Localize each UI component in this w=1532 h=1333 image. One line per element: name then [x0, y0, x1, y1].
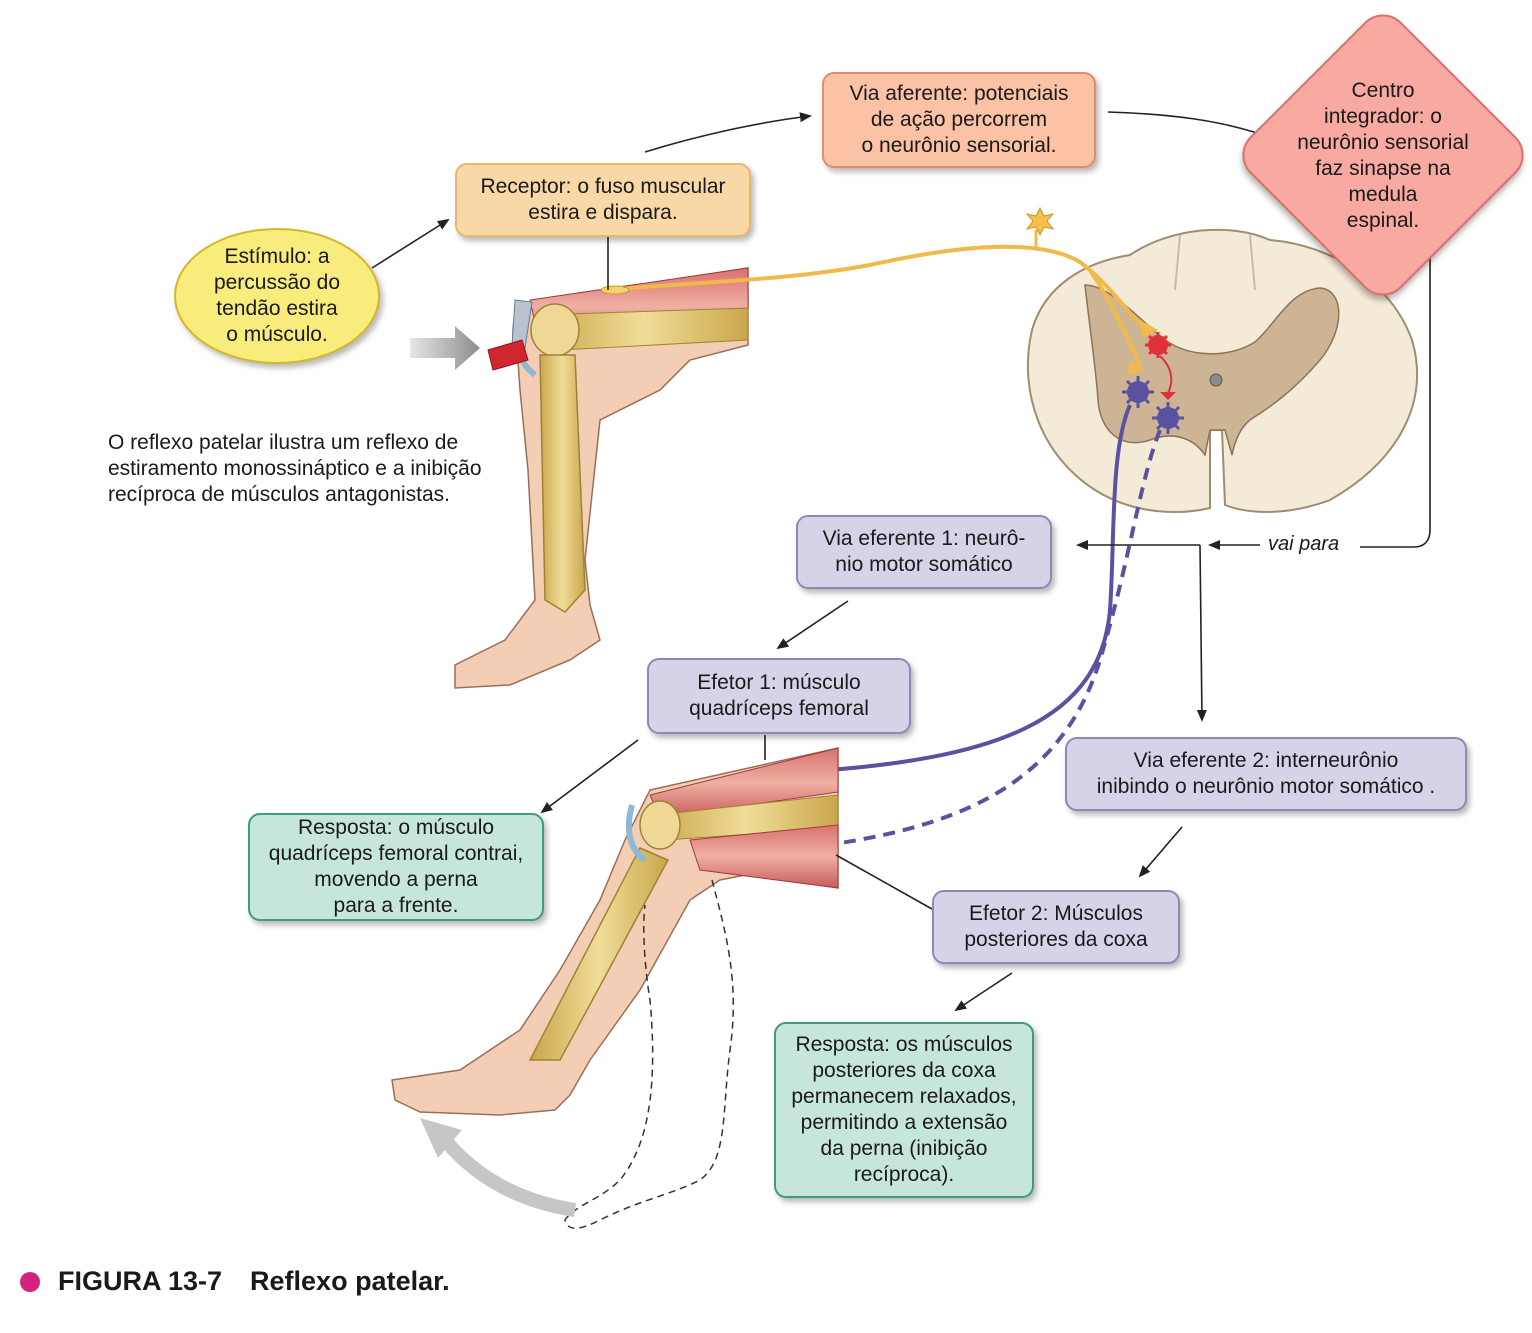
effector-2-label: Efetor 2: Músculos posteriores da coxa — [932, 890, 1180, 964]
sensory-neuron — [600, 230, 1158, 375]
figure-caption: FIGURA 13-7 Reflexo patelar. — [20, 1266, 450, 1297]
goes-to-label: vai para — [1264, 533, 1344, 556]
sensory-soma-icon — [1025, 206, 1055, 237]
receptor-label: Receptor: o fuso muscular estira e dispa… — [455, 163, 751, 237]
motor-neurons — [792, 376, 1184, 858]
figure-title: Reflexo patelar. — [250, 1266, 450, 1296]
afferent-pathway-label: Via aferente: potenciais de ação percorr… — [822, 72, 1096, 168]
reflex-hammer — [487, 299, 533, 371]
stimulus-arrow — [410, 326, 480, 370]
response-1-label: Resposta: o músculo quadríceps femoral c… — [248, 813, 544, 921]
intro-text: O reflexo patelar ilustra um reflexo de … — [108, 431, 482, 506]
integrator-label: Centro integrador: o neurônio sensorial … — [1297, 79, 1469, 232]
caption-bullet-icon — [20, 1271, 40, 1292]
figure-number: FIGURA 13-7 — [58, 1266, 223, 1296]
movement-arrow — [439, 1135, 577, 1217]
interneuron — [1145, 332, 1176, 400]
response-2-label: Resposta: os músculos posteriores da cox… — [774, 1022, 1034, 1198]
efferent-pathway-1-label: Via eferente 1: neurô- nio motor somátic… — [796, 515, 1052, 589]
lower-leg-drawing — [391, 747, 839, 1116]
efferent-pathway-2-label: Via eferente 2: interneurônio inibindo o… — [1065, 737, 1467, 811]
effector-1-label: Efetor 1: músculo quadríceps femoral — [647, 658, 911, 734]
initial-leg-outline — [564, 879, 735, 1229]
stimulus-label: Estímulo: a percussão do tendão estira o… — [174, 228, 380, 364]
flow-arrows — [371, 111, 1431, 1012]
